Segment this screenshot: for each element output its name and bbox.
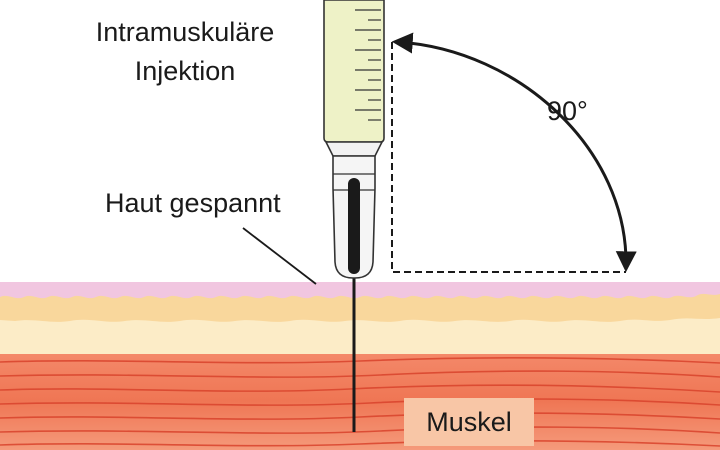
syringe-barrel	[323, 0, 385, 143]
fat-layer	[0, 292, 720, 322]
muscle-label-background	[404, 398, 534, 446]
angle-label: 90°	[547, 96, 588, 126]
muscle-layer	[0, 352, 720, 450]
angle-arc-arrow	[391, 32, 637, 273]
tissue-layers	[0, 282, 720, 450]
skin-taut-pointer	[242, 227, 317, 285]
syringe-scale	[355, 9, 381, 121]
syringe-tip	[324, 141, 384, 157]
title-line-2: Injektion	[135, 56, 236, 86]
hub-needle-core	[348, 178, 360, 274]
dermis-layer	[0, 318, 720, 354]
title-line-1: Intramuskuläre	[96, 17, 275, 47]
skin-layer	[0, 282, 720, 299]
muscle-fibers	[0, 357, 720, 447]
skin-taut-label: Haut gespannt	[105, 188, 281, 218]
muscle-label: Muskel	[426, 407, 512, 437]
syringe	[323, 0, 385, 279]
